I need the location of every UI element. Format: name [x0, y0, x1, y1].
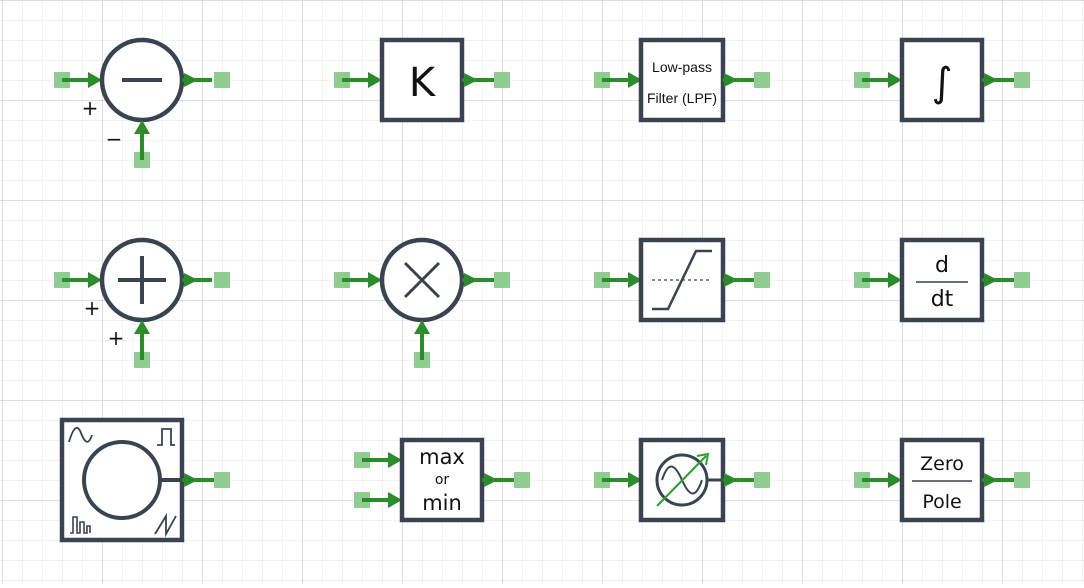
input-arrow-up-icon	[134, 320, 150, 334]
output-port[interactable]	[214, 272, 230, 288]
sign-minus-label: −	[106, 127, 123, 151]
output-arrow-icon	[984, 273, 998, 287]
oscillator-block[interactable]	[594, 437, 770, 523]
output-port[interactable]	[1014, 472, 1030, 488]
sign-plus-label: +	[82, 96, 99, 120]
output-port[interactable]	[514, 472, 530, 488]
output-port[interactable]	[754, 472, 770, 488]
input-arrow-up-icon	[134, 120, 150, 134]
zero-pole-block[interactable]: Zero Pole	[854, 437, 1030, 523]
subtractor-block[interactable]: + −	[54, 37, 230, 168]
input-arrow-icon	[628, 272, 642, 288]
output-port[interactable]	[214, 472, 230, 488]
saturation-block[interactable]	[594, 237, 770, 323]
gain-label: K	[409, 60, 437, 106]
output-arrow-icon	[184, 73, 198, 87]
adder-block[interactable]: + +	[54, 237, 230, 368]
saturation-icon	[652, 249, 712, 311]
output-port[interactable]	[754, 272, 770, 288]
pole-label: Pole	[922, 491, 961, 513]
output-port[interactable]	[754, 72, 770, 88]
output-port[interactable]	[1014, 72, 1030, 88]
input-arrow-icon	[888, 272, 902, 288]
input-arrow-icon	[628, 72, 642, 88]
source-circle	[82, 440, 162, 520]
sawtooth-icon	[154, 512, 177, 538]
input-arrow-icon	[888, 72, 902, 88]
integral-icon: ∫	[932, 60, 953, 106]
sine-icon	[68, 426, 93, 443]
output-arrow-icon	[724, 73, 738, 87]
gain-block[interactable]: K	[334, 37, 510, 123]
max-min-box	[399, 437, 485, 523]
zero-label: Zero	[920, 453, 964, 475]
lpf-box	[638, 37, 726, 123]
output-arrow-icon	[724, 273, 738, 287]
derivative-block[interactable]: d dt	[854, 237, 1030, 323]
output-port[interactable]	[494, 272, 510, 288]
input-arrow-up-icon	[414, 320, 430, 334]
input-arrow-icon	[388, 452, 402, 468]
gain-box	[379, 37, 465, 123]
derivative-numerator: d	[935, 253, 949, 278]
or-label: or	[435, 472, 450, 488]
output-arrow-icon	[184, 473, 198, 487]
output-arrow-icon	[724, 473, 738, 487]
signal-source-block[interactable]	[59, 417, 230, 543]
input-arrow-icon	[88, 72, 102, 88]
sign-plus-label: +	[84, 296, 101, 320]
integrator-block[interactable]: ∫	[854, 37, 1030, 123]
output-arrow-icon	[984, 73, 998, 87]
plus-icon	[118, 256, 166, 304]
multiplier-block[interactable]	[334, 237, 510, 368]
output-arrow-icon	[484, 473, 498, 487]
lpf-label-line1: Low-pass	[652, 59, 712, 75]
min-label: min	[422, 491, 462, 515]
pulse-icon	[157, 428, 175, 446]
input-arrow-icon	[368, 272, 382, 288]
multiply-icon	[403, 261, 441, 299]
input-arrow-icon	[88, 272, 102, 288]
output-port[interactable]	[214, 72, 230, 88]
sign-plus-label-2: +	[108, 326, 125, 350]
random-pulse-icon	[70, 516, 91, 534]
output-arrow-icon	[984, 473, 998, 487]
input-arrow-icon-2	[388, 492, 402, 508]
output-arrow-icon	[184, 273, 198, 287]
output-port[interactable]	[1014, 272, 1030, 288]
output-arrow-icon	[464, 73, 478, 87]
output-arrow-icon	[464, 273, 478, 287]
derivative-denominator: dt	[931, 287, 954, 312]
max-label: max	[419, 445, 465, 469]
input-arrow-icon	[888, 472, 902, 488]
variable-arrow-icon	[656, 455, 707, 507]
input-arrow-icon	[368, 72, 382, 88]
lpf-label-line2: Filter (LPF)	[647, 90, 717, 106]
max-min-block[interactable]: max or min	[354, 437, 530, 523]
input-arrow-icon	[628, 472, 642, 488]
low-pass-filter-block[interactable]: Low-pass Filter (LPF)	[594, 37, 770, 123]
output-port[interactable]	[494, 72, 510, 88]
